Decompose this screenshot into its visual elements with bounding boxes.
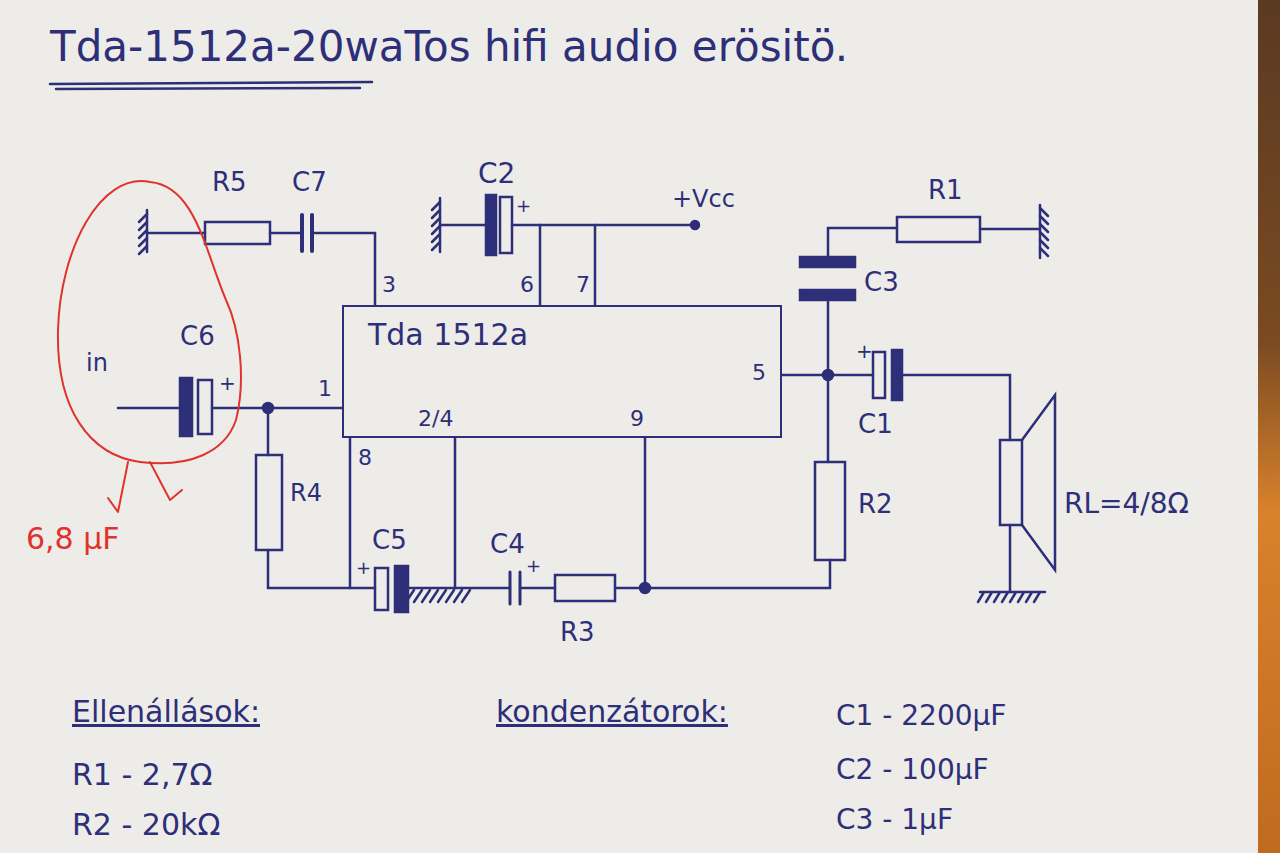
wire	[902, 375, 1010, 440]
annotation-value: 6,8 μF	[26, 522, 120, 557]
polarity-mark: +	[219, 372, 236, 395]
wire	[118, 407, 180, 410]
wire	[312, 233, 375, 305]
capacitor-symbol	[395, 566, 408, 612]
capacitor-symbol	[500, 197, 512, 253]
capacitor-symbol	[486, 195, 496, 255]
annotation-loop	[58, 181, 241, 463]
capacitor-symbol	[510, 572, 520, 604]
wire	[350, 438, 375, 588]
part-name: R3	[560, 618, 595, 648]
pin-number: 5	[752, 360, 766, 385]
wire	[615, 587, 645, 590]
junction-dot	[263, 403, 273, 413]
part-name: R5	[212, 168, 247, 198]
background-strip	[1258, 0, 1280, 853]
ground-symbol	[406, 590, 470, 602]
speaker-symbol	[1000, 440, 1022, 525]
resistor-symbol	[815, 462, 845, 560]
part-name: R4	[290, 480, 322, 508]
wire	[980, 228, 1040, 231]
capacitor-symbol	[198, 380, 212, 434]
title-underline	[50, 82, 372, 89]
junction-dot	[823, 370, 833, 380]
chip-name: Tda 1512a	[368, 317, 528, 352]
ground-symbol	[1040, 205, 1048, 258]
part-name: C3	[864, 268, 899, 298]
list-heading: kondenzátorok:	[496, 695, 728, 730]
pin-number: 9	[630, 406, 644, 431]
wire	[540, 225, 595, 305]
annotation-arrow	[108, 462, 182, 512]
part-name: C5	[372, 526, 407, 556]
resistor-symbol	[555, 575, 615, 601]
polarity-mark: +	[516, 196, 531, 217]
part-name: C7	[292, 168, 327, 198]
ic-box: Tda 1512a	[342, 305, 782, 438]
wire	[212, 407, 342, 410]
pin-number: 8	[358, 445, 372, 470]
resistor-symbol	[205, 222, 270, 244]
resistor-symbol	[256, 455, 282, 550]
capacitor-symbol	[800, 257, 855, 267]
pin-number: 1	[318, 376, 332, 401]
wire	[147, 232, 205, 235]
capacitor-symbol	[302, 215, 312, 251]
value-entry: C1 - 2200μF	[836, 700, 1006, 732]
supply-label: +Vcc	[672, 186, 735, 214]
polarity-mark: +	[856, 340, 873, 363]
part-name: R2	[858, 490, 893, 520]
capacitor-symbol	[892, 350, 902, 400]
polarity-mark: +	[526, 556, 541, 577]
pin-number: 6	[520, 272, 534, 297]
value-entry: C3 - 1μF	[836, 804, 953, 836]
junction-dot	[691, 221, 699, 229]
wire	[268, 550, 350, 588]
part-name: C4	[490, 530, 525, 560]
part-name: C1	[858, 410, 893, 440]
ground-symbol	[139, 210, 147, 254]
capacitor-symbol	[873, 352, 885, 398]
wire	[408, 587, 510, 590]
polarity-mark: +	[356, 558, 371, 579]
signal-name: in	[86, 350, 108, 378]
speaker-symbol	[1022, 395, 1055, 570]
wire	[440, 224, 486, 227]
pin-number: 3	[382, 272, 396, 297]
wire	[645, 560, 830, 588]
wire	[644, 438, 647, 588]
wire	[1009, 525, 1012, 592]
part-name: C6	[180, 322, 215, 352]
capacitor-symbol	[800, 290, 855, 300]
value-entry: R1 - 2,7Ω	[72, 758, 212, 793]
value-entry: C2 - 100μF	[836, 754, 989, 786]
resistor-symbol	[897, 217, 980, 242]
value-entry: R2 - 20kΩ	[72, 808, 220, 843]
load-label: RL=4/8Ω	[1064, 488, 1189, 520]
capacitor-symbol	[375, 568, 388, 610]
pin-number: 7	[576, 272, 590, 297]
wire	[454, 438, 457, 588]
diagram-title: Tda-1512a-20waTos hifi audio erösitö.	[50, 22, 848, 71]
part-name: R1	[928, 176, 963, 206]
wire	[267, 408, 270, 455]
wire	[828, 228, 897, 257]
wire	[270, 232, 300, 235]
wire	[520, 587, 555, 590]
pin-number: 2/4	[418, 406, 453, 431]
capacitor-symbol	[180, 378, 192, 436]
part-name: C2	[478, 158, 515, 190]
ground-symbol	[978, 592, 1045, 602]
list-heading: Ellenállások:	[72, 695, 260, 730]
